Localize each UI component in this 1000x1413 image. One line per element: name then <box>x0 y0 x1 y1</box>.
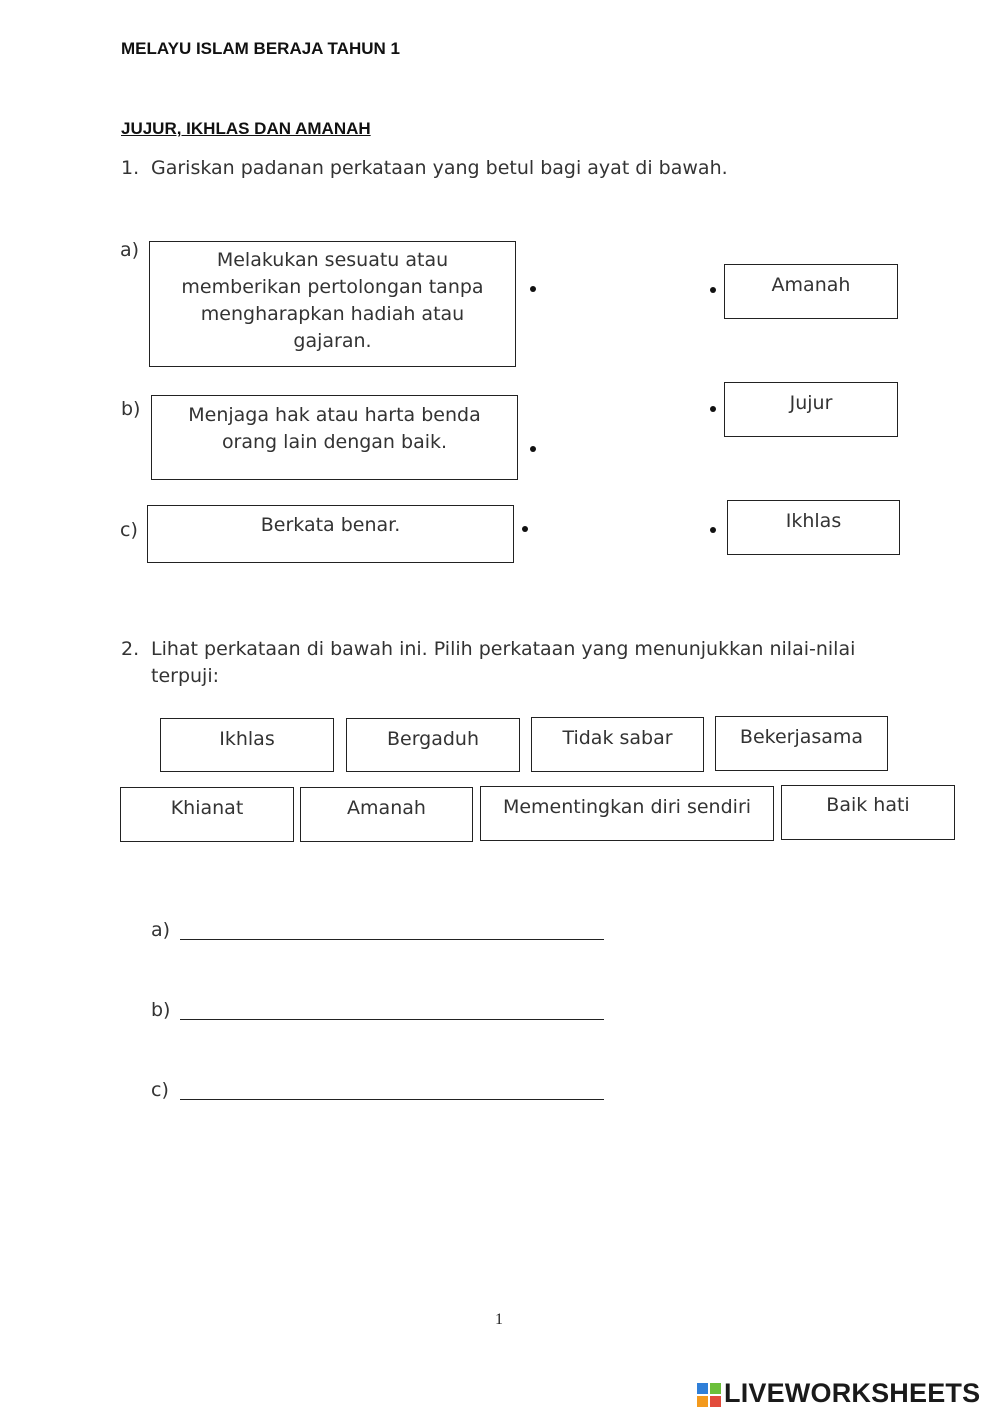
q1-item-a-label: a) <box>120 239 140 261</box>
q2-answer-a-label: a) <box>151 919 171 941</box>
page-number: 1 <box>495 1311 503 1328</box>
q1-instruction: Gariskan padanan perkataan yang betul ba… <box>151 157 728 179</box>
q1-answer-2-box: Jujur <box>724 382 898 437</box>
q1-answer-2-dot[interactable] <box>710 406 716 412</box>
q2-word-text: Khianat <box>170 797 244 819</box>
q2-word-box[interactable]: Mementingkan diri sendiri <box>480 786 774 841</box>
q1-item-b-box: Menjaga hak atau harta benda orang lain … <box>151 395 518 480</box>
q2-word-text: Ikhlas <box>219 728 275 750</box>
q2-word-box[interactable]: Bekerjasama <box>715 716 888 771</box>
q2-word-box[interactable]: Ikhlas <box>160 718 334 772</box>
q2-instruction: Lihat perkataan di bawah ini. Pilih perk… <box>151 638 856 687</box>
q1-item-a-dot[interactable] <box>530 286 536 292</box>
q1-answer-1-dot[interactable] <box>710 287 716 293</box>
q2-word-box[interactable]: Bergaduh <box>346 718 520 772</box>
q1-item-b-dot[interactable] <box>530 446 536 452</box>
q2-word-box[interactable]: Baik hati <box>781 785 955 840</box>
q1-answer-1-text: Amanah <box>771 274 851 296</box>
q1-item-c-text: Berkata benar. <box>260 514 401 536</box>
q2-answer-c-line[interactable] <box>180 1099 604 1100</box>
q1-item-c-box: Berkata benar. <box>147 505 514 563</box>
q1-answer-3-text: Ikhlas <box>785 510 842 532</box>
q1-item-c-label: c) <box>120 519 138 541</box>
q2-answer-c-label: c) <box>151 1079 169 1101</box>
q1-item-b-text: Menjaga hak atau harta benda orang lain … <box>188 404 481 453</box>
q2-answer-a-line[interactable] <box>180 939 604 940</box>
topic-title: JUJUR, IKHLAS DAN AMANAH <box>121 119 371 138</box>
q2-word-text: Baik hati <box>826 794 910 816</box>
q1-item-c-dot[interactable] <box>522 526 528 532</box>
q1-answer-3-box: Ikhlas <box>727 500 900 555</box>
q2-number: 2. <box>121 638 140 660</box>
liveworksheets-logo: LIVEWORKSHEETS <box>697 1378 997 1410</box>
q1-item-a-box: Melakukan sesuatu atau memberikan pertol… <box>149 241 516 367</box>
q2-word-box[interactable]: Tidak sabar <box>531 717 704 772</box>
q2-word-box[interactable]: Amanah <box>300 787 473 842</box>
q2-word-text: Bergaduh <box>386 728 480 750</box>
q1-answer-3-dot[interactable] <box>710 527 716 533</box>
q2-answer-b-label: b) <box>151 999 171 1021</box>
liveworksheets-logo-text: LIVEWORKSHEETS <box>724 1378 981 1408</box>
q2-word-box[interactable]: Khianat <box>120 787 294 842</box>
q2-word-text: Tidak sabar <box>562 727 673 749</box>
q1-answer-1-box: Amanah <box>724 264 898 319</box>
worksheet-header: MELAYU ISLAM BERAJA TAHUN 1 <box>121 39 400 58</box>
q1-answer-2-text: Jujur <box>789 392 833 414</box>
q2-word-text: Bekerjasama <box>739 726 864 748</box>
q2-word-text: Mementingkan diri sendiri <box>502 796 752 818</box>
q2-answer-b-line[interactable] <box>180 1019 604 1020</box>
q1-item-b-label: b) <box>121 398 141 420</box>
liveworksheets-logo-icon <box>697 1383 721 1407</box>
q2-word-text: Amanah <box>347 797 426 819</box>
q1-number: 1. <box>121 157 140 179</box>
q1-item-a-text: Melakukan sesuatu atau memberikan pertol… <box>181 249 484 352</box>
